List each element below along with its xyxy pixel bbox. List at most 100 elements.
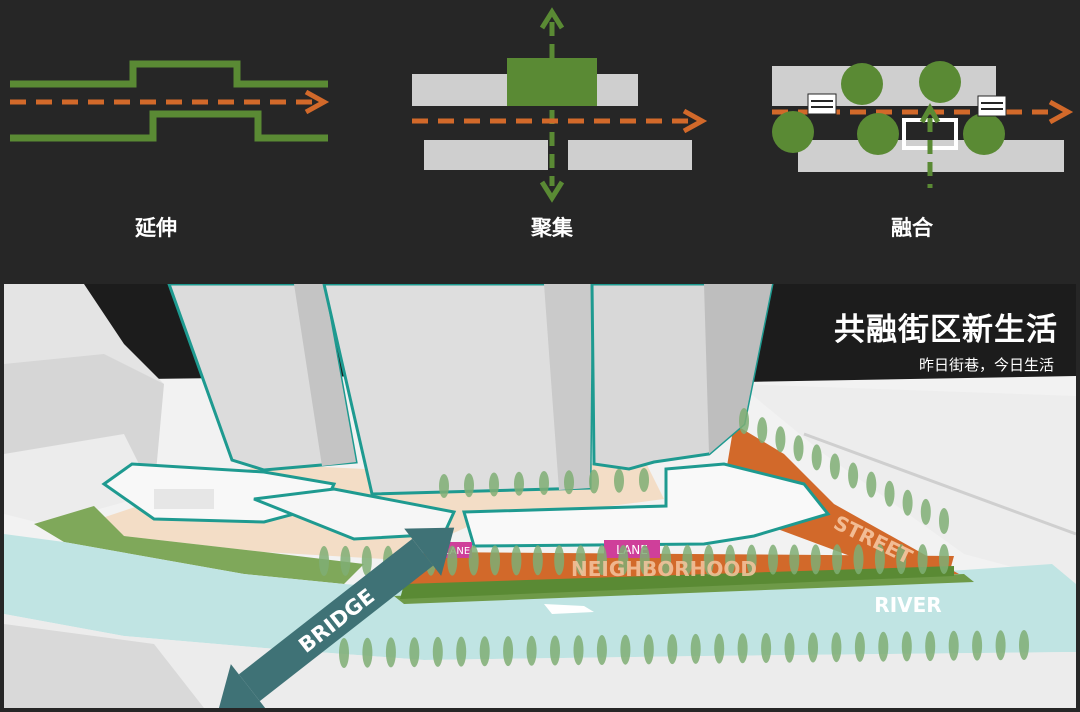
tree-row-riverfront [339, 630, 1029, 668]
tree-icon [539, 471, 549, 495]
road-line [803, 432, 1076, 536]
tree-icon [468, 545, 479, 576]
tree-icon [596, 635, 607, 665]
tree-icon [503, 636, 514, 667]
context-building-right [739, 384, 1076, 584]
tree-icon [919, 61, 961, 103]
tree-icon [554, 545, 565, 576]
tree-icon [972, 630, 983, 661]
tree-icon [784, 632, 795, 663]
tree-icon [511, 545, 522, 576]
gray-block-lower-right [568, 140, 692, 170]
integration-diagram [772, 61, 1074, 188]
tree-icon [878, 631, 889, 662]
tree-icon [362, 637, 373, 668]
tower-center-side [544, 284, 592, 490]
tower-right-side [704, 284, 772, 454]
tree-icon [575, 545, 586, 576]
tree-icon [526, 635, 537, 666]
tree-icon [917, 544, 928, 575]
tower-left-side [294, 284, 356, 466]
tree-icon [409, 637, 420, 668]
tree-icon [737, 633, 748, 664]
tree-icon [848, 462, 859, 489]
tree-icon [639, 468, 649, 492]
tree-icon [757, 417, 768, 444]
bench-icon [807, 93, 837, 115]
tree-icon [589, 469, 599, 494]
tree-icon [319, 546, 329, 576]
tree-icon [811, 444, 822, 471]
river-label: RIVER [874, 593, 941, 617]
tree-icon [564, 470, 574, 495]
tree-icon [739, 408, 749, 434]
neighborhood-label: NEIGHBORHOOD [571, 557, 757, 581]
orange-street-band [724, 424, 959, 576]
tree-icon [456, 636, 467, 667]
aggregation-diagram [412, 7, 708, 203]
context-building-south [4, 624, 204, 708]
tree-icon [639, 545, 650, 575]
tree-icon [896, 544, 907, 575]
green-edge-left [34, 506, 364, 584]
tree-icon [841, 63, 883, 105]
bridge-arrowhead-icon [217, 664, 268, 708]
bridge-arrow-shaft [238, 538, 434, 702]
orange-arrowhead-icon [1048, 99, 1074, 125]
boat-icon [544, 604, 594, 614]
tree-icon [939, 508, 949, 534]
tree-icon [854, 631, 865, 662]
tree-icon [829, 453, 840, 480]
tree-icon [853, 544, 864, 575]
tree-icon [925, 631, 936, 662]
tree-icon [884, 480, 895, 507]
tree-icon [618, 545, 629, 575]
tree-icon [901, 631, 912, 662]
tree-icon [573, 635, 584, 666]
lane-label-left: LANE [444, 546, 470, 557]
arrow-down-icon [539, 180, 565, 203]
tree-icon [725, 544, 736, 575]
tree-icon [532, 545, 543, 576]
tree-icon [832, 544, 843, 575]
podium-window [154, 489, 214, 509]
concept-label-extension: 延伸 [135, 216, 177, 240]
river-bank-green [394, 574, 974, 604]
tree-icon [857, 113, 899, 155]
tree-icon [902, 489, 913, 516]
tree-icon [714, 633, 725, 664]
tree-icon [514, 471, 524, 496]
podium-building-mid [253, 487, 457, 541]
tree-icon [810, 544, 821, 575]
tree-icon [808, 632, 818, 663]
green-lower-path [10, 110, 328, 142]
tree-icon [661, 544, 672, 575]
gray-block-lower-left [424, 140, 548, 170]
tree-icon [939, 544, 949, 574]
tree-row-plaza [439, 468, 649, 498]
podium-building-right [462, 462, 831, 548]
gray-block-upper [772, 66, 996, 106]
tree-icon [772, 111, 814, 153]
tree-icon [479, 636, 490, 667]
concept-label-aggregation: 聚集 [531, 216, 573, 240]
tree-icon [447, 545, 458, 576]
tree-icon [361, 545, 372, 576]
concept-label-integration: 融合 [891, 216, 933, 240]
orange-arrowhead-icon [304, 89, 330, 115]
tree-icon [1019, 630, 1029, 660]
extension-diagram [10, 60, 330, 142]
tree-icon [490, 545, 500, 576]
tree-icon [920, 498, 931, 525]
aerial-site-rendering: LANE LANE NEIGHBORHOOD STREET RIVER BRID… [4, 284, 1076, 708]
tree-icon [339, 638, 349, 668]
tree-icon [963, 113, 1005, 155]
tree-icon [489, 472, 499, 497]
tree-icon [789, 544, 800, 575]
tree-icon [464, 473, 474, 498]
tree-icon [682, 544, 693, 575]
tree-icon [775, 426, 786, 453]
tree-icon [550, 635, 560, 666]
tree-icon [340, 545, 351, 576]
tree-icon [703, 544, 714, 575]
